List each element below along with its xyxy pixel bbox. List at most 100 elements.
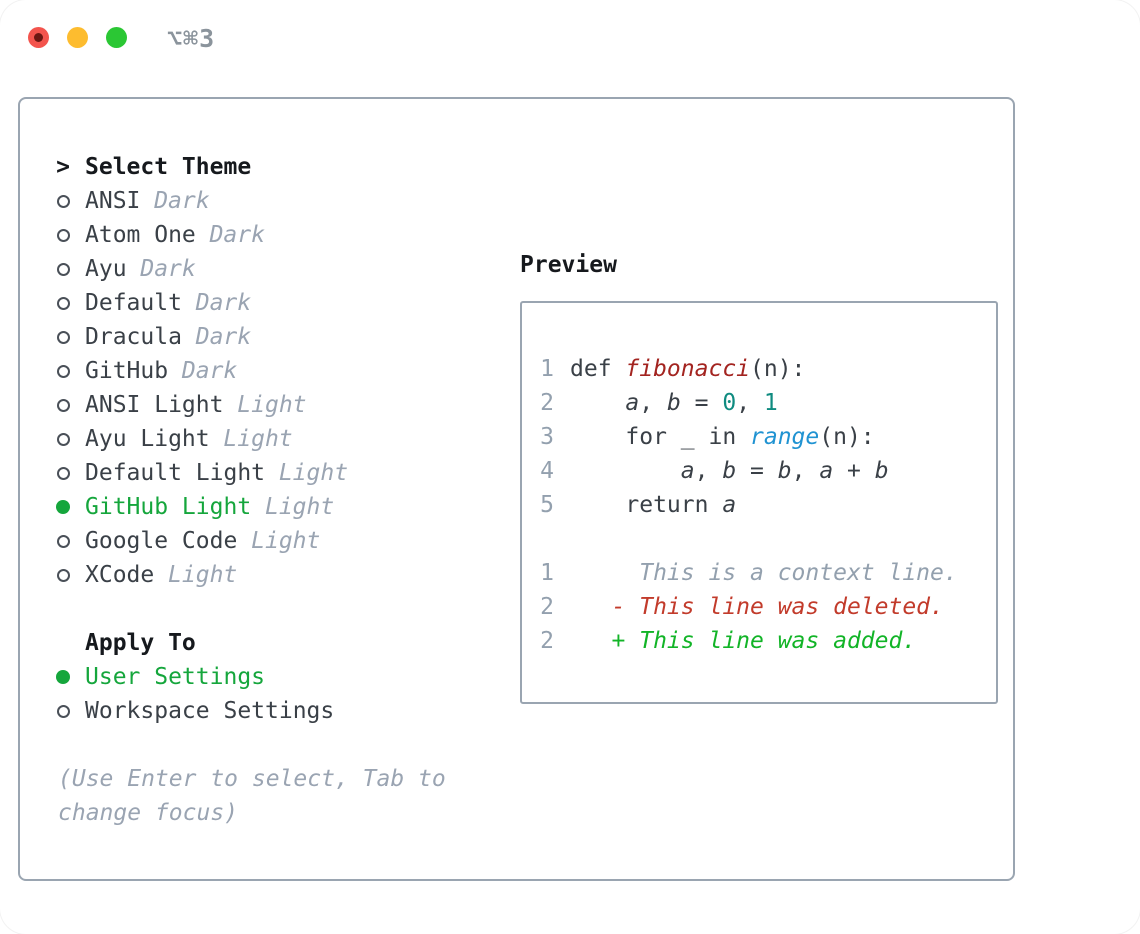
radio-unselected-icon (56, 568, 70, 582)
apply-option-user-settings[interactable]: User Settings (40, 660, 490, 694)
radio-marker (56, 330, 70, 344)
code-token: This is a context line. (570, 560, 958, 586)
code-line: 2 - This line was deleted. (540, 590, 996, 624)
code-token: 1 (763, 390, 778, 416)
radio-unselected-icon (56, 534, 70, 548)
radio-unselected-icon (56, 228, 70, 242)
code-token: , (694, 458, 723, 484)
code-text: This is a context line. (570, 560, 958, 586)
theme-name: Atom One (85, 222, 196, 248)
code-line: 2 a, b = 0, 1 (540, 386, 996, 420)
line-number: 5 (540, 492, 554, 518)
code-text: a, b = 0, 1 (570, 390, 778, 416)
theme-name: Dracula (85, 324, 182, 350)
theme-name: GitHub (85, 358, 169, 384)
zoom-button[interactable] (106, 27, 127, 48)
radio-marker (56, 432, 70, 446)
radio-unselected-icon (56, 194, 70, 208)
radio-unselected-icon (56, 262, 70, 276)
radio-unselected-icon (56, 704, 70, 718)
window-controls (28, 27, 127, 48)
radio-unselected-icon (56, 432, 70, 446)
hint-line: change focus) (58, 800, 239, 826)
theme-option-default-light[interactable]: Default Light Light (40, 456, 490, 490)
line-number: 1 (540, 560, 554, 586)
radio-marker (56, 262, 70, 276)
code-token: , (639, 390, 667, 416)
code-token (570, 390, 625, 416)
theme-variant-label: Dark (140, 256, 196, 282)
radio-marker (56, 534, 70, 548)
radio-marker (56, 296, 70, 310)
window-title: ⌥⌘3 (167, 24, 216, 53)
line-number: 2 (540, 628, 554, 654)
code-token: 0 (722, 390, 737, 416)
theme-variant-label: Dark (181, 358, 238, 384)
code-token: range (750, 424, 820, 450)
code-token: = (736, 458, 778, 484)
radio-marker (56, 500, 70, 514)
radio-unselected-icon (56, 398, 70, 412)
theme-variant-label: Dark (154, 188, 210, 214)
radio-marker (56, 704, 70, 718)
code-token: + (833, 458, 875, 484)
chevron-pointer-icon: > (56, 154, 70, 180)
hint-line: (Use Enter to select, Tab to (58, 766, 446, 792)
code-token: a (625, 390, 640, 416)
code-token: (n): (819, 424, 875, 450)
radio-unselected-icon (56, 296, 70, 310)
apply-option-workspace-settings[interactable]: Workspace Settings (40, 694, 490, 728)
code-token: def (570, 356, 626, 382)
radio-marker (56, 568, 70, 582)
theme-variant-label: Light (223, 426, 293, 452)
theme-name: Default Light (85, 460, 266, 486)
line-number: 3 (540, 424, 554, 450)
theme-picker-title: Select Theme (85, 154, 252, 180)
apply-to-title: Apply To (85, 630, 196, 656)
radio-marker (56, 364, 70, 378)
code-text: return a (570, 492, 736, 518)
theme-option-ayu[interactable]: Ayu Dark (40, 252, 490, 286)
code-token: (n): (750, 356, 806, 382)
close-button[interactable] (28, 27, 49, 48)
theme-option-ansi-light[interactable]: ANSI Light Light (40, 388, 490, 422)
theme-variant-label: Light (237, 392, 307, 418)
code-line: 4 a, b = b, a + b (540, 454, 996, 488)
code-token: for _ in (570, 424, 751, 450)
theme-option-github[interactable]: GitHub Dark (40, 354, 490, 388)
radio-unselected-icon (56, 330, 70, 344)
code-token: , (791, 458, 820, 484)
minimize-button[interactable] (67, 27, 88, 48)
radio-marker (56, 466, 70, 480)
theme-variant-label: Light (251, 528, 321, 554)
code-line: 3 for _ in range(n): (540, 420, 996, 454)
theme-name: Ayu (85, 256, 127, 282)
code-line: 1 This is a context line. (540, 556, 996, 590)
theme-name: GitHub Light (85, 494, 252, 520)
code-token: return (570, 492, 723, 518)
theme-name: ANSI Light (85, 392, 224, 418)
spacer (40, 728, 490, 762)
theme-variant-label: Light (278, 460, 349, 486)
code-token: a (722, 492, 737, 518)
code-text: a, b = b, a + b (570, 458, 889, 484)
radio-marker (56, 228, 70, 242)
code-token: - This line was deleted. (570, 594, 944, 620)
code-token: , (736, 390, 764, 416)
theme-variant-label: Light (168, 562, 238, 588)
